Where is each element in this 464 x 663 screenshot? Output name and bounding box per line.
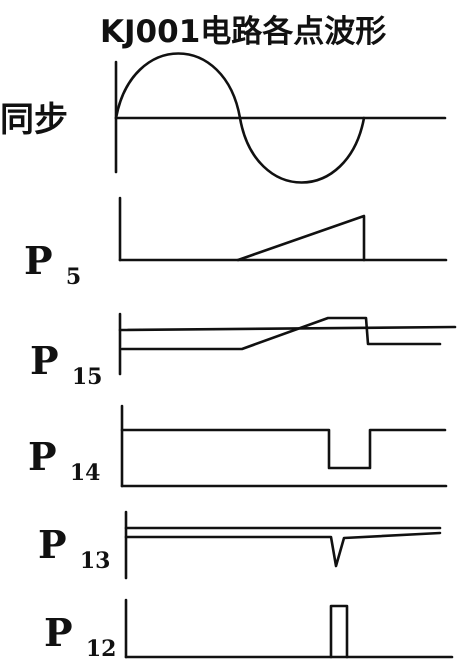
reference-line-p15: [118, 325, 457, 332]
label-p12-letter: P: [44, 610, 73, 655]
waveform-sync: [114, 52, 447, 184]
label-p15-letter: P: [30, 338, 59, 383]
waveform-p13: [124, 510, 442, 580]
waveform-p14: [120, 404, 448, 488]
waveform-p12: [124, 598, 454, 659]
signal-p15: [120, 316, 442, 351]
waveform-p5: [118, 196, 448, 262]
label-p5: P 5: [24, 238, 81, 290]
pulse-p12: [329, 604, 349, 659]
label-p14: P 14: [28, 434, 100, 486]
label-p15: P 15: [30, 338, 102, 390]
ramp-p5: [236, 214, 366, 262]
label-p5-letter: P: [24, 238, 53, 283]
waveform-p15: [118, 312, 457, 376]
label-sync-text: 同步: [0, 100, 68, 140]
label-p13: P 13: [38, 522, 110, 574]
label-p5-sub: 5: [65, 264, 82, 290]
label-sync: 同步: [0, 92, 68, 141]
label-p14-letter: P: [28, 434, 57, 479]
label-p13-letter: P: [38, 522, 67, 567]
label-p12: P 12: [44, 610, 116, 662]
diagram-title: KJ001电路各点波形: [100, 14, 387, 50]
label-p14-sub: 14: [69, 460, 101, 486]
sine-curve: [114, 52, 366, 184]
label-p13-sub: 13: [79, 548, 111, 574]
label-p15-sub: 15: [71, 364, 103, 390]
label-p12-sub: 12: [85, 636, 117, 662]
signal-p14: [120, 428, 447, 470]
signal-p13: [124, 531, 442, 568]
